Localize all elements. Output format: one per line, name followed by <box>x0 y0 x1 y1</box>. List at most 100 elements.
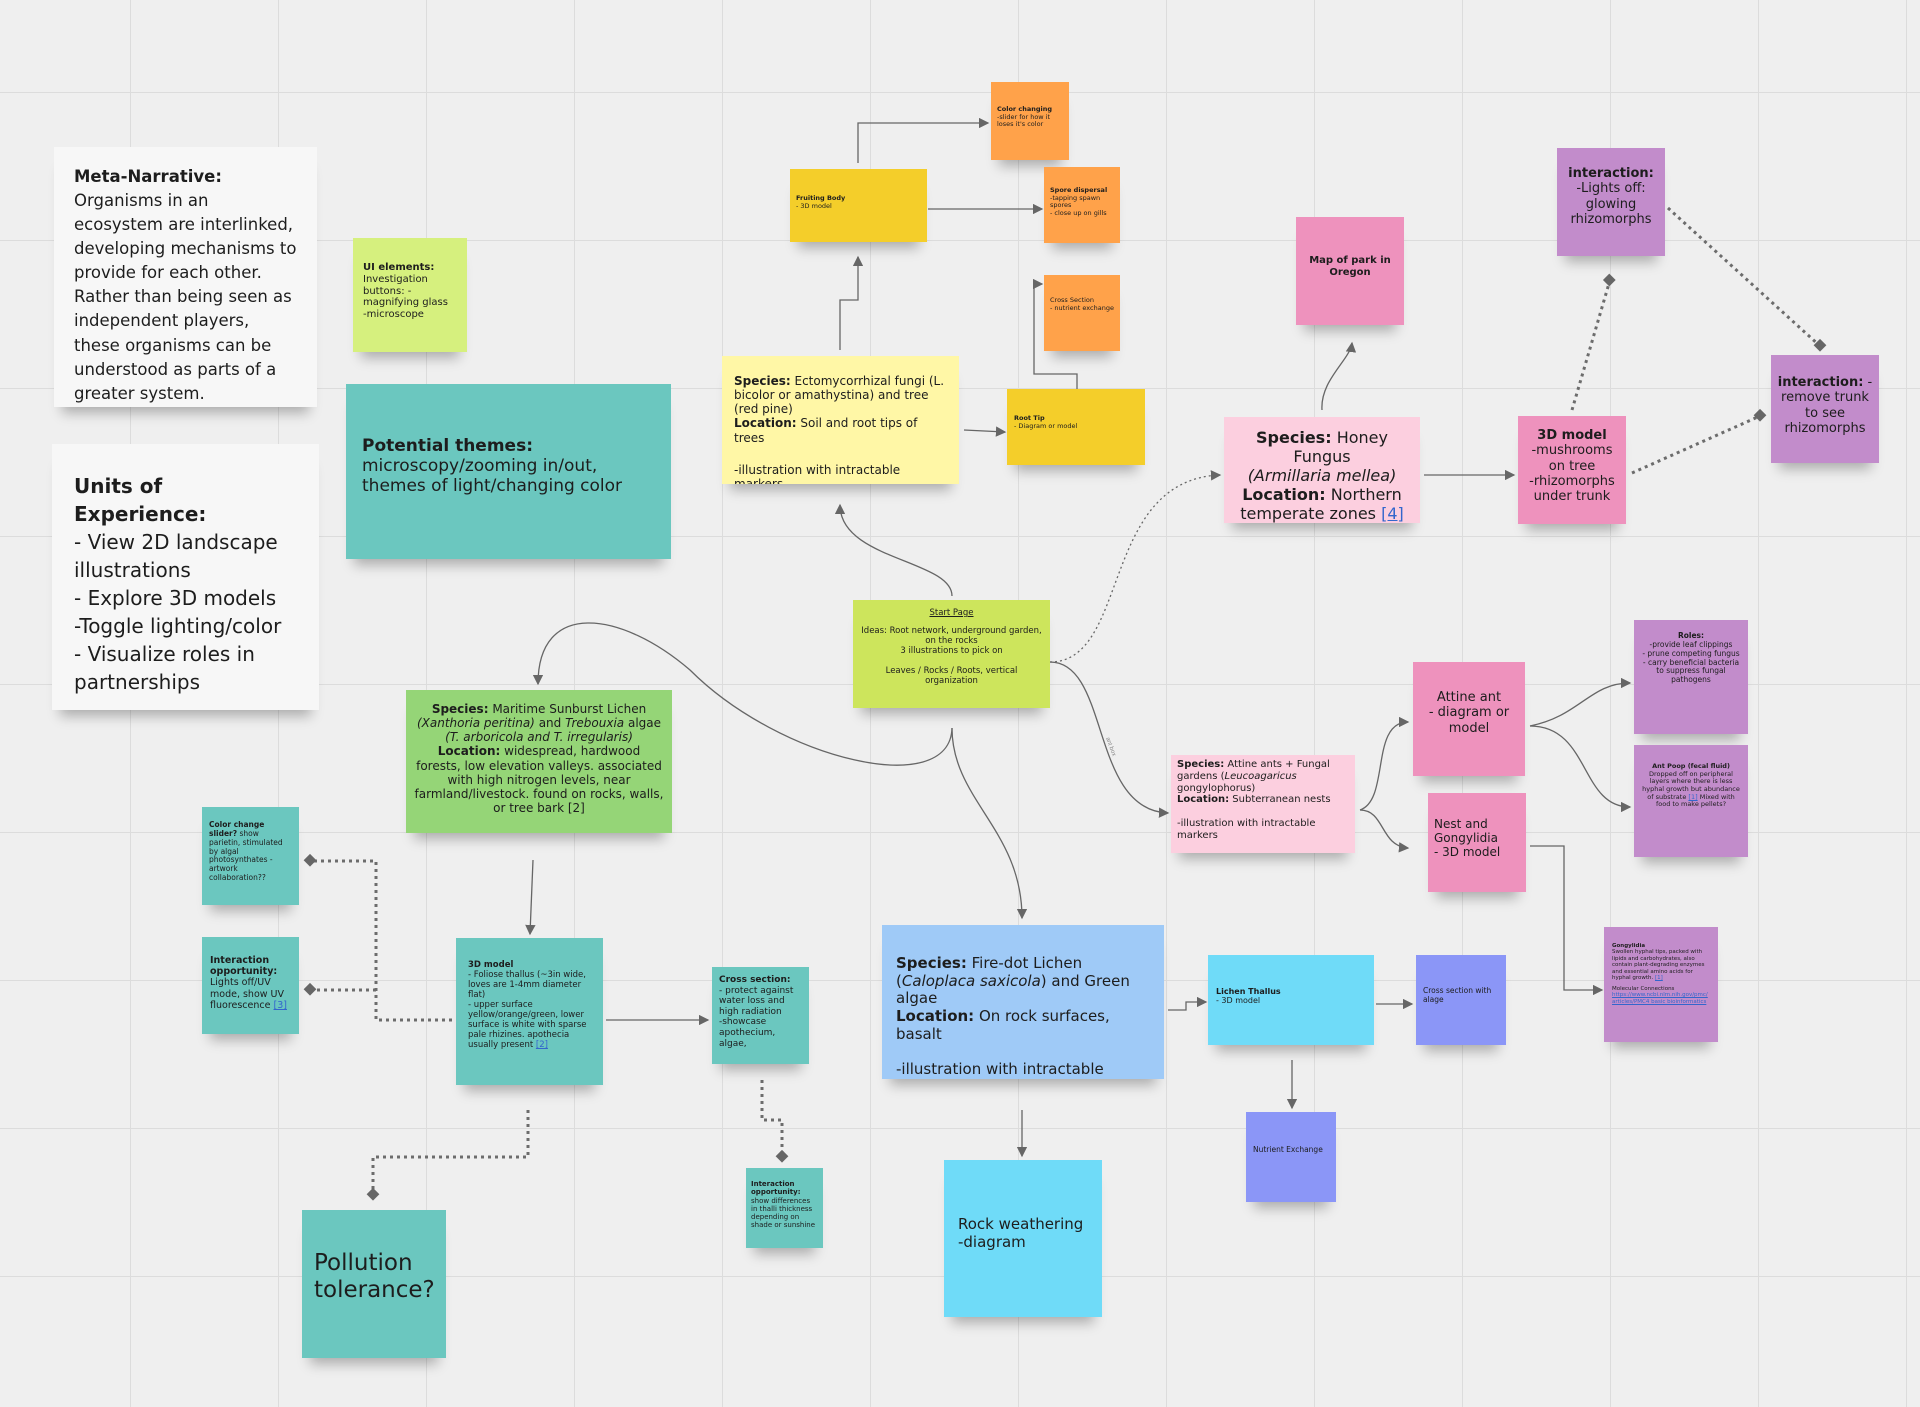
color-change-slider-body: show parietin, stimulated by algal photo… <box>209 828 283 883</box>
ui-elements-note[interactable]: UI elements: Investigation buttons: - ma… <box>353 238 467 352</box>
connector-diamond-uv <box>303 982 317 996</box>
spore-dispersal-body: -tapping spawn spores - close up on gill… <box>1050 193 1107 217</box>
honey-ref-link[interactable]: [4] <box>1381 503 1404 523</box>
interaction-uv-ref[interactable]: [3] <box>273 999 287 1011</box>
color-changing-body: -slider for how it loses it's color <box>997 112 1051 129</box>
roles-body: -provide leaf clippings - prune competin… <box>1642 639 1740 685</box>
interaction-uv-note[interactable]: Interaction opportunity: Lights off/UV m… <box>202 937 299 1034</box>
connector-start-to-attine <box>1049 661 1170 818</box>
connector-sunburst-to-lichen3d <box>525 859 536 936</box>
sunburst-species-label: Species: <box>431 702 489 716</box>
interaction-glow-body: -Lights off: glowing rhizomorphs <box>1570 181 1652 227</box>
connector-diamond-trunk <box>1753 408 1767 422</box>
firedot-species-value: Fire-dot Lichen ( <box>896 954 1083 990</box>
ui-elements-body: Investigation buttons: - magnifying glas… <box>363 273 448 321</box>
meta-narrative-note[interactable]: Meta-Narrative: Organisms in an ecosyste… <box>54 147 317 407</box>
connector-ecto-to-roottip <box>963 426 1007 437</box>
sunburst-location-label: Location: <box>437 744 501 759</box>
ecto-location-value: Soil and root tips of trees <box>734 416 918 445</box>
sunburst-and: and <box>534 716 566 731</box>
units-of-experience-note[interactable]: Units of Experience: - View 2D landscape… <box>52 444 319 710</box>
sunburst-latin3: (T. arboricola and T. irregularis) <box>445 730 633 745</box>
gongylidia-ref[interactable]: [1] <box>1655 975 1663 982</box>
connector-start-to-ecto <box>834 503 953 597</box>
ecto-species-note[interactable]: Species: Ectomycorrhizal fungi (L. bicol… <box>722 356 959 484</box>
connector-ant-to-poop <box>1529 725 1632 813</box>
honey-location-label: Location: <box>1242 484 1326 504</box>
sunburst-algae: algae <box>624 716 662 731</box>
interaction-thalli-note[interactable]: Interaction opportunity: show difference… <box>746 1168 823 1248</box>
attine-species-note[interactable]: Species: Attine ants + Fungal gardens (L… <box>1171 755 1355 853</box>
firedot-extra: -illustration with intractable markers <box>896 1060 1104 1079</box>
firedot-location-value: On rock surfaces, basalt <box>896 1007 1110 1043</box>
gongylidia-title: Gongylidia <box>1612 943 1646 949</box>
sunburst-lichen-note[interactable]: Species: Maritime Sunburst Lichen (Xanth… <box>406 690 672 833</box>
interaction-uv-body: Lights off/UV mode, show UV fluorescence <box>210 977 285 1011</box>
color-changing-note[interactable]: Color changing -slider for how it loses … <box>991 82 1069 160</box>
connector-ant-to-roles <box>1529 677 1632 727</box>
potential-themes-note[interactable]: Potential themes: microscopy/zooming in/… <box>346 384 671 559</box>
cross-section-nutrient-note[interactable]: Cross Section - nutrient exchange <box>1044 275 1120 351</box>
cross-section-nutrient-body: Cross Section - nutrient exchange <box>1050 296 1114 312</box>
cross-section-lichen-note[interactable]: Cross section: - protect against water l… <box>712 967 809 1064</box>
connector-diamond-glow <box>1602 273 1616 287</box>
dotted-connector-lichen3d-to-pollution <box>371 1110 530 1192</box>
cross-section-lichen-title: Cross section: <box>719 975 791 985</box>
gongylidia-note[interactable]: Gongylidia Swollen hyphal tips, packed w… <box>1604 927 1718 1042</box>
attine-extra: -illustration with intractable markers <box>1177 818 1316 841</box>
interaction-trunk-note[interactable]: interaction: - remove trunk to see rhizo… <box>1771 355 1879 463</box>
map-oregon-note[interactable]: Map of park in Oregon <box>1296 217 1404 325</box>
attine-latin: Leucoagaricus <box>1224 770 1297 782</box>
nutrient-exchange-body: Nutrient Exchange <box>1253 1145 1323 1154</box>
lichen-3d-model-note[interactable]: 3D model - Foliose thallus (~3in wide, l… <box>456 938 603 1085</box>
interaction-uv-title: Interaction opportunity: <box>210 955 278 978</box>
start-page-title[interactable]: Start Page <box>929 608 974 618</box>
ant-poop-tail: Mixed with food to make pellets? <box>1655 792 1735 809</box>
spore-dispersal-note[interactable]: Spore dispersal -tapping spawn spores - … <box>1044 167 1120 243</box>
rock-weathering-body: Rock weathering -diagram <box>958 1215 1084 1251</box>
attine-species-label: Species: <box>1177 759 1225 770</box>
color-change-slider-note[interactable]: Color change slider? show parietin, stim… <box>202 807 299 905</box>
pollution-tolerance-note[interactable]: Pollution tolerance? <box>302 1210 446 1358</box>
units-title: Units of Experience: <box>74 474 207 526</box>
sunburst-latin1: (Xanthoria peritina) <box>416 716 535 731</box>
gongylidia-link[interactable]: https://www.ncbi.nlm.nih.gov/pmc/article… <box>1612 992 1708 1005</box>
ant-poop-note[interactable]: Ant Poop (fecal fluid) Dropped off on pe… <box>1634 745 1748 857</box>
dotted-connector-glow-to-trunk <box>1666 206 1822 348</box>
attine-latin2: gongylophorus) <box>1177 782 1256 794</box>
potential-themes-body: microscopy/zooming in/out, themes of lig… <box>362 456 623 497</box>
ant-poop-ref[interactable]: [1] <box>1688 792 1698 801</box>
attine-ant-model-note[interactable]: Attine ant - diagram or model <box>1413 662 1525 776</box>
start-page-note[interactable]: Start Page Ideas: Root network, undergro… <box>853 600 1050 708</box>
ui-elements-title: UI elements: <box>363 262 435 273</box>
dotted-connector-lichen3d-to-colorchange <box>310 859 452 1022</box>
potential-themes-title: Potential themes: <box>362 436 533 456</box>
nutrient-exchange-note[interactable]: Nutrient Exchange <box>1246 1112 1336 1202</box>
honey-location-value: Northern temperate zones <box>1240 484 1402 523</box>
connector-ecto-to-fruiting <box>839 255 864 350</box>
start-page-body: Ideas: Root network, underground garden,… <box>861 626 1042 687</box>
root-tip-note[interactable]: Root Tip - Diagram or model <box>1007 389 1145 465</box>
lichen-3d-model-title: 3D model <box>468 960 514 970</box>
3d-model-mushrooms-note[interactable]: 3D model -mushrooms on tree -rhizomorphs… <box>1518 416 1626 524</box>
cross-section-algae-note[interactable]: Cross section with alage <box>1416 955 1506 1045</box>
meta-narrative-body: Organisms in an ecosystem are interlinke… <box>74 191 297 403</box>
connector-start-to-honey <box>1049 470 1222 663</box>
lichen-thallus-note[interactable]: Lichen Thallus - 3D model <box>1208 955 1374 1045</box>
fire-dot-lichen-note[interactable]: Species: Fire-dot Lichen (Caloplaca saxi… <box>882 925 1164 1079</box>
fruiting-body-note[interactable]: Fruiting Body - 3D model <box>790 169 927 242</box>
lichen-3d-model-ref[interactable]: [2] <box>535 1040 548 1051</box>
honey-fungus-note[interactable]: Species: Honey Fungus (Armillaria mellea… <box>1224 417 1420 523</box>
connector-attine-to-ant <box>1359 716 1410 811</box>
rock-weathering-note[interactable]: Rock weathering -diagram <box>944 1160 1102 1317</box>
nest-gongylidia-note[interactable]: Nest and Gongylidia - 3D model <box>1428 793 1526 892</box>
interaction-glow-note[interactable]: interaction: -Lights off: glowing rhizom… <box>1557 148 1665 256</box>
interaction-trunk-body: - remove trunk to see rhizomorphs <box>1781 375 1873 436</box>
firedot-location-label: Location: <box>896 1007 975 1026</box>
interaction-glow-title: interaction: <box>1568 166 1654 181</box>
roles-note[interactable]: Roles: -provide leaf clippings - prune c… <box>1634 620 1748 734</box>
firedot-species-label: Species: <box>896 954 967 972</box>
gongylidia-body: Swollen hyphal tips, packed with lipids … <box>1612 949 1705 982</box>
sunburst-latin2: Trebouxia <box>565 716 625 731</box>
nest-gongylidia-body: Nest and Gongylidia - 3D model <box>1434 817 1501 860</box>
